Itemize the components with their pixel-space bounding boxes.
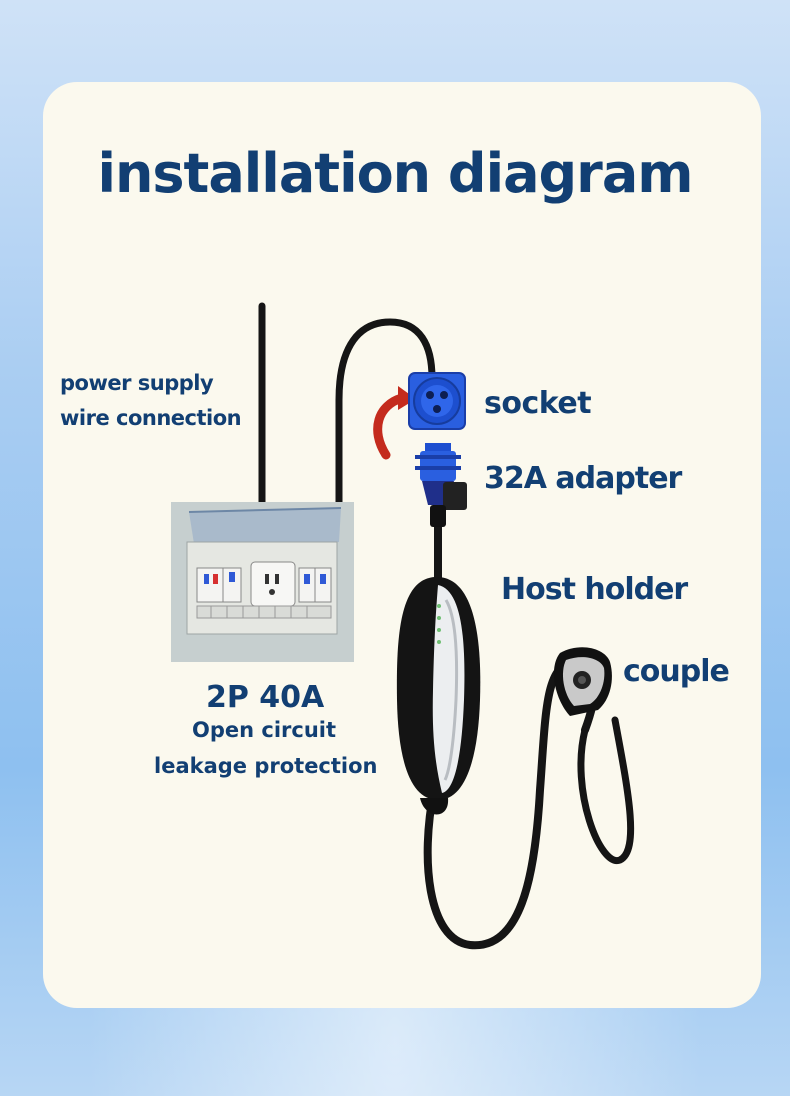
couple-label: couple <box>623 654 730 689</box>
socket-label: socket <box>484 386 592 421</box>
wall-holster-icon <box>553 647 612 716</box>
ev-charger-unit-icon <box>396 576 481 815</box>
blue-industrial-socket-icon <box>408 372 466 430</box>
power-supply-line1: power supply <box>60 371 214 395</box>
adapter-label: 32A adapter <box>484 461 682 496</box>
breaker-desc-line2: leakage protection <box>154 754 378 778</box>
power-supply-line2: wire connection <box>60 406 242 430</box>
breaker-desc-line1: Open circuit <box>192 718 337 742</box>
red-curved-arrow-icon <box>373 386 416 460</box>
breaker-panel-artwork <box>171 502 354 662</box>
socket-wire <box>335 318 436 505</box>
breaker-rating-label: 2P 40A <box>206 680 325 715</box>
host-holder-label: Host holder <box>501 572 688 607</box>
power-supply-label: power supply wire connection <box>60 366 242 436</box>
blue-industrial-plug-icon <box>415 443 467 527</box>
page-title: installation diagram <box>97 142 693 205</box>
circuit-breaker-panel-photo <box>171 502 354 662</box>
diagram-card <box>43 82 761 1008</box>
holder-cable-loop <box>577 716 635 864</box>
